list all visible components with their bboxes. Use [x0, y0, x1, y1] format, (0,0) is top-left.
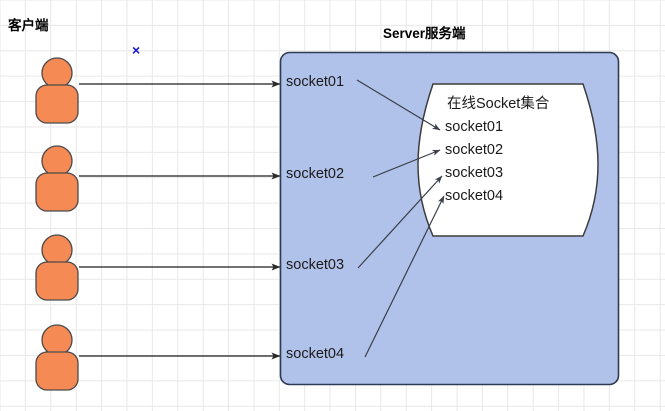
cursor-x-marker: × [132, 42, 141, 58]
online-socket-set-item-4: socket04 [445, 188, 504, 204]
online-socket-set-shape [417, 83, 599, 237]
connector-socket01-to-set-item1 [356, 79, 441, 131]
online-socket-set-item-2: socket02 [445, 142, 504, 158]
online-socket-set-item-1: socket01 [445, 119, 504, 135]
client-icon-1 [35, 57, 79, 124]
connector-socket03-to-set-item3 [357, 175, 443, 269]
client-icon-4 [35, 324, 79, 391]
online-socket-set-title: 在线Socket集合 [447, 96, 550, 112]
connector-socket02-to-set-item2 [372, 149, 441, 178]
connector-socket04-to-set-item4 [364, 195, 445, 358]
socket-label-04: socket04 [286, 346, 345, 362]
socket-label-03: socket03 [286, 257, 345, 273]
server-side-title: Server服务端 [383, 26, 466, 41]
client-icon-2 [35, 145, 79, 212]
client-side-title: 客户端 [8, 18, 49, 33]
client-icon-3 [35, 234, 79, 301]
online-socket-set-item-3: socket03 [445, 165, 504, 181]
socket-label-01: socket01 [286, 74, 345, 90]
socket-label-02: socket02 [286, 166, 345, 182]
